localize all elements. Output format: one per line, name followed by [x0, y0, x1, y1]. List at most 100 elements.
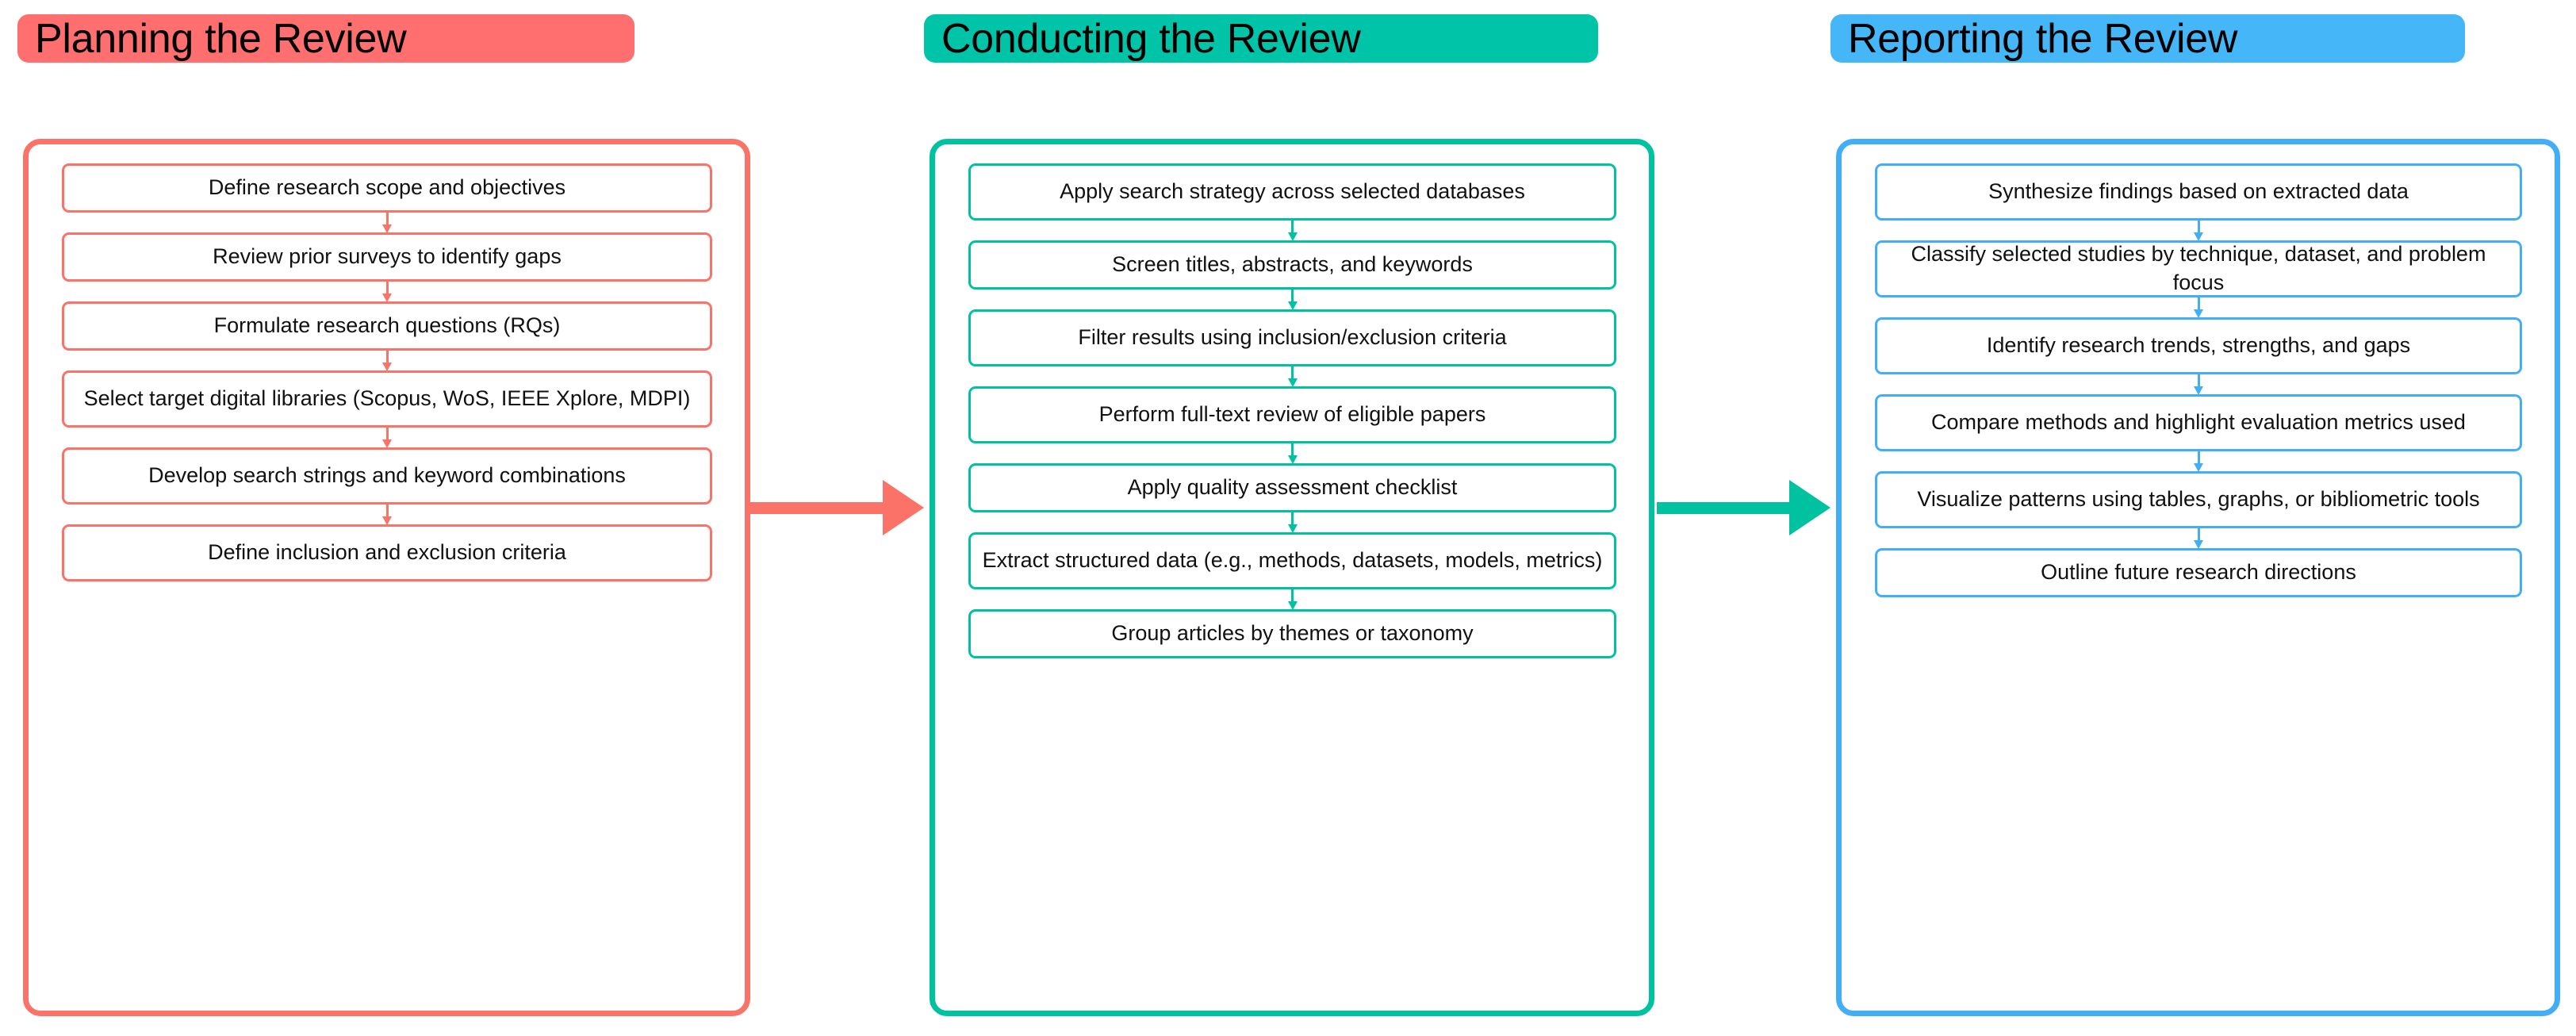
connector-shaft	[385, 505, 389, 519]
step-connector-arrow	[968, 443, 1616, 464]
stage-arrow-shaft	[750, 502, 883, 514]
step-label: Synthesize findings based on extracted d…	[1988, 179, 2409, 204]
connector-arrowhead-icon	[2194, 463, 2203, 472]
connector-shaft	[1291, 221, 1294, 235]
stage-arrow-planning-to-conducting	[750, 480, 924, 535]
step-box[interactable]: Filter results using inclusion/exclusion…	[968, 309, 1616, 366]
step-connector-arrow	[1875, 528, 2522, 549]
connector-arrowhead-icon	[382, 516, 392, 525]
connector-shaft	[1291, 512, 1294, 527]
connector-shaft	[1291, 589, 1294, 604]
connector-arrowhead-icon	[1287, 455, 1298, 464]
step-connector-arrow	[968, 366, 1616, 387]
step-connector-arrow	[968, 512, 1616, 533]
step-box[interactable]: Screen titles, abstracts, and keywords	[968, 240, 1616, 290]
step-connector-arrow	[1875, 451, 2522, 472]
step-label: Formulate research questions (RQs)	[213, 313, 561, 338]
step-label: Apply quality assessment checklist	[1127, 475, 1458, 500]
step-connector-arrow	[1875, 374, 2522, 395]
step-box[interactable]: Formulate research questions (RQs)	[62, 301, 712, 351]
step-label: Review prior surveys to identify gaps	[213, 244, 562, 269]
step-box[interactable]: Develop search strings and keyword combi…	[62, 447, 712, 505]
step-box[interactable]: Identify research trends, strengths, and…	[1875, 317, 2522, 374]
step-list-conducting: Apply search strategy across selected da…	[968, 163, 1616, 658]
stage-header-planning: Planning the Review	[17, 14, 634, 63]
step-label: Screen titles, abstracts, and keywords	[1112, 252, 1473, 277]
stage-header-label: Conducting the Review	[941, 15, 1361, 62]
connector-shaft	[1291, 366, 1294, 381]
step-label: Group articles by themes or taxonomy	[1111, 621, 1474, 646]
stage-arrow-shaft	[1657, 502, 1789, 514]
step-label: Perform full-text review of eligible pap…	[1098, 402, 1486, 427]
connector-shaft	[2197, 221, 2200, 235]
connector-arrowhead-icon	[382, 224, 392, 233]
stage-body-conducting: Apply search strategy across selected da…	[930, 139, 1654, 1016]
connector-arrowhead-icon	[382, 294, 392, 302]
stage-header-label: Planning the Review	[35, 15, 407, 62]
step-connector-arrow	[968, 589, 1616, 610]
stage-arrowhead-icon	[883, 480, 924, 535]
step-box[interactable]: Define inclusion and exclusion criteria	[62, 524, 712, 581]
step-label: Identify research trends, strengths, and…	[1986, 333, 2411, 358]
step-label: Classify selected studies by technique, …	[1911, 242, 2486, 294]
step-box[interactable]: Compare methods and highlight evaluation…	[1875, 394, 2522, 451]
connector-shaft	[2197, 374, 2200, 389]
connector-arrowhead-icon	[2194, 232, 2203, 241]
connector-shaft	[2197, 297, 2200, 312]
stage-header-conducting: Conducting the Review	[924, 14, 1598, 63]
step-box[interactable]: Visualize patterns using tables, graphs,…	[1875, 471, 2522, 528]
step-box[interactable]: Define research scope and objectives	[62, 163, 712, 213]
stage-arrow-conducting-to-reporting	[1657, 480, 1830, 535]
step-connector-arrow	[968, 221, 1616, 241]
step-box[interactable]: Group articles by themes or taxonomy	[968, 609, 1616, 658]
connector-shaft	[1291, 443, 1294, 458]
step-box[interactable]: Extract structured data (e.g., methods, …	[968, 532, 1616, 589]
step-connector-arrow	[968, 290, 1616, 310]
step-label: Compare methods and highlight evaluation…	[1931, 410, 2466, 435]
stage-body-reporting: Synthesize findings based on extracted d…	[1836, 139, 2560, 1016]
connector-arrowhead-icon	[1287, 601, 1298, 610]
step-box[interactable]: Synthesize findings based on extracted d…	[1875, 163, 2522, 221]
step-box[interactable]: Review prior surveys to identify gaps	[62, 232, 712, 282]
step-box[interactable]: Apply quality assessment checklist	[968, 463, 1616, 512]
step-label: Define inclusion and exclusion criteria	[208, 540, 566, 565]
connector-shaft	[2197, 528, 2200, 543]
step-connector-arrow	[62, 213, 712, 233]
step-label: Develop search strings and keyword combi…	[148, 463, 626, 488]
step-label: Select target digital libraries (Scopus,…	[83, 386, 691, 411]
step-box[interactable]: Apply search strategy across selected da…	[968, 163, 1616, 221]
connector-arrowhead-icon	[382, 439, 392, 448]
step-list-reporting: Synthesize findings based on extracted d…	[1875, 163, 2522, 597]
step-label: Define research scope and objectives	[208, 175, 566, 200]
step-box[interactable]: Classify selected studies by technique, …	[1875, 240, 2522, 297]
step-label: Apply search strategy across selected da…	[1060, 179, 1525, 204]
step-connector-arrow	[1875, 297, 2522, 318]
connector-shaft	[385, 428, 389, 442]
connector-shaft	[385, 213, 389, 227]
connector-arrowhead-icon	[2194, 540, 2203, 549]
connector-shaft	[2197, 451, 2200, 466]
connector-shaft	[1291, 290, 1294, 304]
stage-arrowhead-icon	[1789, 480, 1830, 535]
step-box[interactable]: Outline future research directions	[1875, 548, 2522, 597]
step-connector-arrow	[62, 282, 712, 302]
connector-arrowhead-icon	[1287, 378, 1298, 387]
step-box[interactable]: Select target digital libraries (Scopus,…	[62, 370, 712, 428]
step-label: Outline future research directions	[2041, 560, 2356, 585]
connector-shaft	[385, 282, 389, 296]
step-label: Extract structured data (e.g., methods, …	[982, 548, 1603, 573]
connector-arrowhead-icon	[1287, 232, 1298, 241]
step-connector-arrow	[62, 428, 712, 448]
connector-arrowhead-icon	[2194, 386, 2203, 395]
step-connector-arrow	[62, 351, 712, 371]
connector-arrowhead-icon	[1287, 301, 1298, 310]
connector-arrowhead-icon	[1287, 524, 1298, 533]
step-box[interactable]: Perform full-text review of eligible pap…	[968, 386, 1616, 443]
stage-header-reporting: Reporting the Review	[1830, 14, 2465, 63]
step-label: Filter results using inclusion/exclusion…	[1078, 325, 1507, 350]
connector-shaft	[385, 351, 389, 365]
connector-arrowhead-icon	[382, 363, 392, 371]
step-connector-arrow	[1875, 221, 2522, 241]
